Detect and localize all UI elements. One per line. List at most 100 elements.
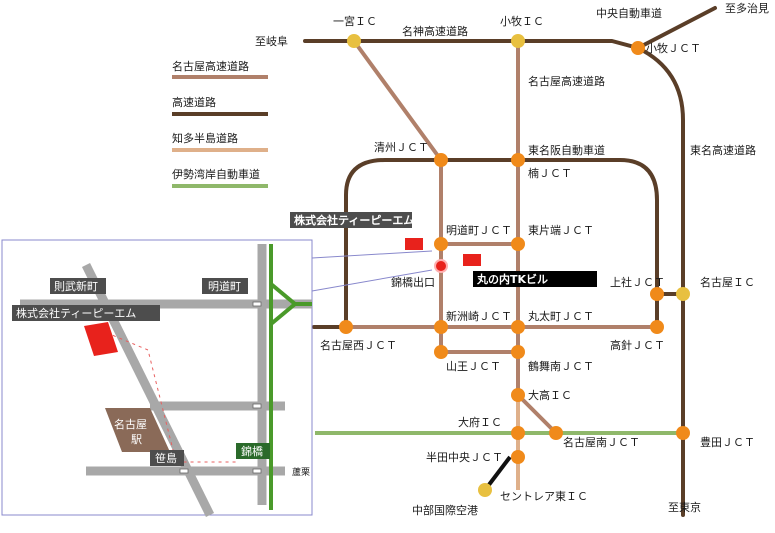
label-odaka-ic: 大高ＩＣ xyxy=(528,388,572,402)
legend-chita-label: 知多半島道路 xyxy=(172,131,238,145)
inset-expressway xyxy=(269,244,312,510)
label-tajimi: 至多治見 xyxy=(725,1,769,15)
meishin-expressway xyxy=(303,39,640,50)
sanno-jct-marker[interactable] xyxy=(434,345,448,359)
label-nagoya-minami-jct: 名古屋南ＪＣＴ xyxy=(563,435,640,449)
higashi-meihan-expressway xyxy=(344,158,659,330)
expressway-lines xyxy=(303,6,717,517)
kiyosu-jct-marker[interactable] xyxy=(434,153,448,167)
inset-station-3 xyxy=(252,468,262,474)
nagoya-ic-marker[interactable] xyxy=(676,287,690,301)
kamiyashiro-jct-marker[interactable] xyxy=(650,287,664,301)
callout-line-bottom xyxy=(311,269,433,292)
inset-nagoya-station[interactable] xyxy=(105,408,170,452)
legend-isewan-swatch xyxy=(172,184,268,188)
label-takabari-jct: 高針ＪＣＴ xyxy=(610,338,665,352)
label-kamiyashiro-jct: 上社ＪＣＴ xyxy=(610,275,665,289)
ichinomiya-route xyxy=(352,39,443,162)
inset-station-4 xyxy=(179,468,189,474)
centrair-east-ic-marker[interactable] xyxy=(478,483,492,497)
label-komaki-ic: 小牧ＩＣ xyxy=(500,14,544,28)
inset-meidomachi-tag xyxy=(202,278,248,294)
tomei-expressway xyxy=(636,46,685,517)
nagoya-expressway-lines xyxy=(344,39,659,435)
label-meidomachi-jct: 明道町ＪＣＴ xyxy=(446,223,512,237)
handa-chuo-jct-marker[interactable] xyxy=(511,450,525,464)
inset-map: 名古屋 駅 則武新町 明道町 株式会社ティーピーエム 笹島 錦橋 蘆栗 xyxy=(1,239,313,517)
company-tag xyxy=(290,212,412,228)
shinsuzaki-jct-marker[interactable] xyxy=(434,320,448,334)
label-ichinomiya-ic: 一宮ＩＣ xyxy=(333,14,377,28)
place-labels: 至岐阜 一宮ＩＣ 名神高速道路 小牧ＩＣ 中央自動車道 至多治見 小牧ＪＣＴ 名… xyxy=(255,1,769,517)
label-shinsuzaki-jct: 新洲崎ＪＣＴ xyxy=(446,309,512,323)
label-centrair-east-ic: セントレア東ＩＣ xyxy=(500,490,588,503)
ichinomiya-ic-marker[interactable] xyxy=(347,34,361,48)
legend-nagoya-expressway-swatch xyxy=(172,75,268,79)
label-obu-ic: 大府ＩＣ xyxy=(458,415,502,429)
inset-station-2 xyxy=(252,403,262,409)
label-handa-chuo-jct: 半田中央ＪＣＴ xyxy=(426,450,503,464)
interchange-markers xyxy=(347,34,690,497)
komaki-ic-marker[interactable] xyxy=(511,34,525,48)
inset-nishikibashi-tag xyxy=(236,443,270,459)
company-office-marker[interactable] xyxy=(405,238,423,250)
inset-sasashima-label: 笹島 xyxy=(155,451,177,465)
label-chuo: 中央自動車道 xyxy=(596,6,662,20)
legend-isewan-label: 伊勢湾岸自動車道 xyxy=(172,167,260,181)
label-nagoya-nishi-jct: 名古屋西ＪＣＴ xyxy=(320,338,397,352)
tsurumaiminami-jct-marker[interactable] xyxy=(511,345,525,359)
inset-norotake-tag xyxy=(50,278,106,294)
label-chubu-airport: 中部国際空港 xyxy=(412,503,478,517)
callout-line-top xyxy=(311,250,433,259)
label-kusu-jct: 楠ＪＣＴ xyxy=(528,166,572,180)
inset-norotake-label: 則武新町 xyxy=(54,279,98,293)
label-nagoya-ic: 名古屋ＩＣ xyxy=(700,275,755,289)
label-nishikibashi: 錦橋出口 xyxy=(391,275,435,289)
label-tsurumaiminami-jct: 鶴舞南ＪＣＴ xyxy=(528,359,594,373)
building-marker[interactable] xyxy=(463,254,481,266)
inset-meidomachi-label: 明道町 xyxy=(208,279,241,293)
nagoya-minami-jct-marker[interactable] xyxy=(549,426,563,440)
nishikibashi-exit-marker[interactable] xyxy=(434,259,448,273)
legend-expressway-label: 高速道路 xyxy=(172,95,216,109)
obu-ic-marker[interactable] xyxy=(511,426,525,440)
legend: 名古屋高速道路 高速道路 知多半島道路 伊勢湾岸自動車道 xyxy=(172,59,268,188)
odaka-ic-marker[interactable] xyxy=(511,388,525,402)
inset-nishikibashi-label: 錦橋 xyxy=(241,444,263,458)
legend-expressway-swatch xyxy=(172,112,268,116)
nagoya-nishi-jct-marker[interactable] xyxy=(339,320,353,334)
inset-sasashima-tag xyxy=(150,450,184,466)
label-company: 株式会社ティーピーエム xyxy=(294,213,414,227)
label-nagoya-exp: 名古屋高速道路 xyxy=(528,74,605,88)
meidomachi-jct-marker[interactable] xyxy=(434,237,448,251)
label-gifu: 至岐阜 xyxy=(255,35,288,48)
building-tag xyxy=(473,271,597,287)
label-marutamachi-jct: 丸太町ＪＣＴ xyxy=(528,310,594,323)
legend-chita-swatch xyxy=(172,148,268,152)
label-kiyosu-jct: 清州ＪＣＴ xyxy=(374,141,429,154)
komaki-jct-marker[interactable] xyxy=(631,41,645,55)
toyota-jct-marker[interactable] xyxy=(676,426,690,440)
inset-stations xyxy=(179,301,262,474)
label-building: 丸の内TKビル xyxy=(476,272,548,286)
label-higashikataha-jct: 東片端ＪＣＴ xyxy=(528,224,594,237)
label-tokyo: 至東京 xyxy=(668,500,701,514)
label-toyota-jct: 豊田ＪＣＴ xyxy=(700,436,755,449)
inset-yanagi-label: 蘆栗 xyxy=(292,466,310,478)
inset-company-marker[interactable] xyxy=(84,322,118,356)
label-meishin: 名神高速道路 xyxy=(402,24,468,38)
kusu-jct-marker[interactable] xyxy=(511,153,525,167)
marutamachi-jct-marker[interactable] xyxy=(511,320,525,334)
inset-nagoya-station-label-2: 駅 xyxy=(131,433,142,446)
inset-route-dashed xyxy=(99,329,238,463)
takabari-jct-marker[interactable] xyxy=(650,320,664,334)
legend-nagoya-expressway-label: 名古屋高速道路 xyxy=(172,59,249,73)
inset-nagoya-station-label-1: 名古屋 xyxy=(114,417,147,431)
inset-callout xyxy=(311,250,433,292)
junction-markers xyxy=(339,41,690,464)
inset-company-tag xyxy=(12,305,160,321)
chuo-expressway xyxy=(636,6,717,50)
inset-company-label: 株式会社ティーピーエム xyxy=(16,306,136,320)
higashikataha-jct-marker[interactable] xyxy=(511,237,525,251)
